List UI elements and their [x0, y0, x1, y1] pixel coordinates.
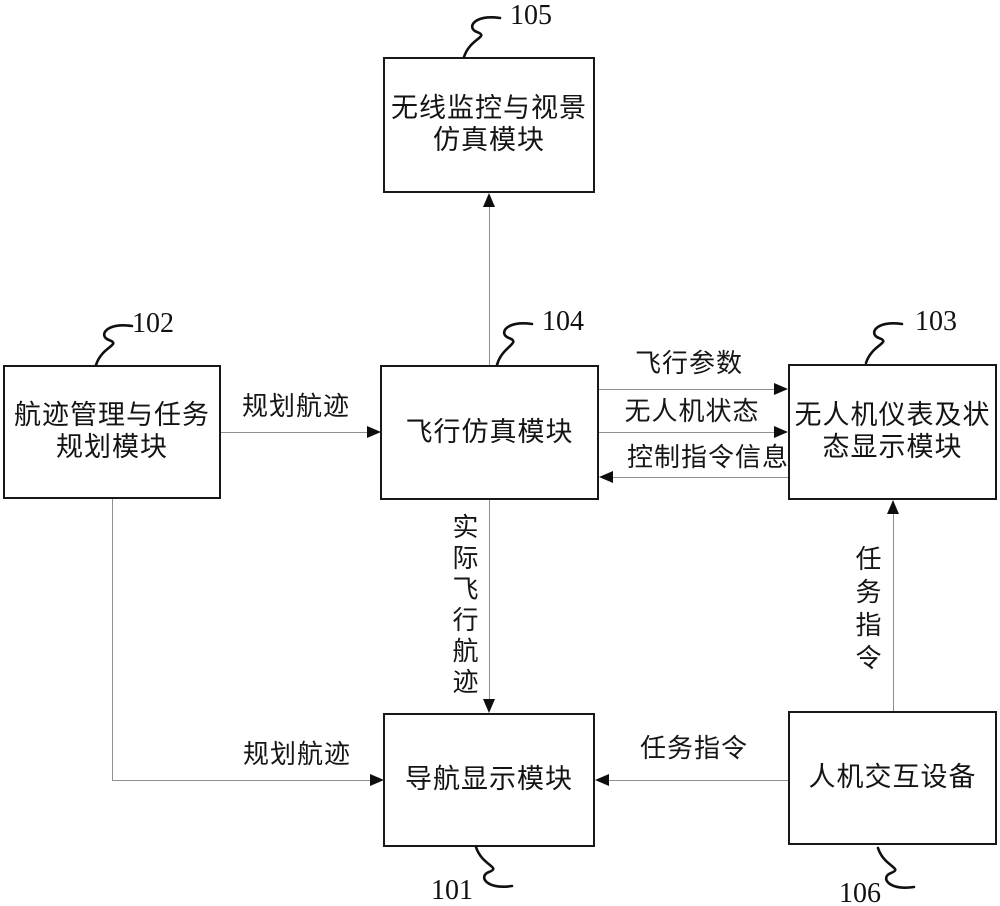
ref-squiggle-102-icon: [94, 323, 134, 367]
edge-label-planned-track-top: 规划航迹: [241, 392, 351, 422]
arrow-left-icon: [595, 774, 609, 786]
edge-actual-track-line: [489, 500, 490, 700]
ref-squiggle-101-icon: [474, 845, 514, 889]
ref-num-101: 101: [431, 875, 473, 906]
ref-squiggle-106-icon: [876, 846, 916, 890]
edge-uav-status-line: [599, 432, 776, 433]
edge-mission-cmd-v-line: [893, 503, 894, 711]
node-label: 航迹管理与任务规划模块: [14, 400, 210, 463]
arrow-right-icon: [774, 426, 788, 438]
edge-planned-track-bottom-vline: [112, 499, 113, 781]
node-label: 导航显示模块: [405, 764, 573, 796]
edge-planned-track-top-line: [221, 432, 371, 433]
arrow-down-icon: [483, 699, 495, 713]
edge-label-mission-cmd-h: 任务指令: [639, 734, 749, 764]
edge-label-control-cmd: 控制指令信息: [626, 443, 790, 473]
ref-squiggle-105-icon: [462, 15, 502, 59]
ref-squiggle-104-icon: [495, 321, 534, 367]
node-label: 无人机仪表及状态显示模块: [794, 400, 991, 463]
edge-label-mission-cmd-v: 任务指令: [851, 545, 881, 677]
node-flight-simulation-module: 飞行仿真模块: [380, 365, 599, 500]
node-uav-instrument-module: 无人机仪表及状态显示模块: [788, 364, 997, 500]
edge-sim-to-monitor-line: [489, 196, 490, 365]
node-navigation-display-module: 导航显示模块: [383, 713, 595, 847]
arrow-right-icon: [774, 383, 788, 395]
edge-label-actual-track: 实际飞行航迹: [448, 513, 478, 699]
node-label: 飞行仿真模块: [405, 416, 574, 448]
node-track-management-module: 航迹管理与任务规划模块: [3, 365, 221, 499]
arrow-right-icon: [367, 426, 381, 438]
ref-num-105: 105: [510, 0, 552, 31]
node-label: 无线监控与视景仿真模块: [391, 93, 587, 156]
node-label: 人机交互设备: [808, 762, 977, 794]
edge-label-planned-track-bottom: 规划航迹: [242, 740, 352, 770]
arrow-right-icon: [370, 774, 384, 786]
ref-squiggle-103-icon: [864, 321, 904, 365]
arrow-up-icon: [483, 193, 495, 207]
node-hmi-device: 人机交互设备: [788, 711, 997, 845]
ref-num-102: 102: [132, 308, 174, 339]
ref-num-104: 104: [542, 306, 584, 337]
edge-control-cmd-line: [611, 477, 788, 478]
edge-label-uav-status: 无人机状态: [624, 397, 760, 427]
ref-num-103: 103: [915, 306, 957, 337]
arrow-up-icon: [887, 500, 899, 514]
edge-label-flight-params: 飞行参数: [634, 349, 744, 379]
edge-flight-params-line: [599, 389, 776, 390]
arrow-left-icon: [599, 471, 613, 483]
edge-planned-track-bottom-hline: [112, 780, 370, 781]
node-wireless-monitoring-module: 无线监控与视景仿真模块: [383, 57, 595, 193]
ref-num-106: 106: [839, 878, 881, 906]
edge-mission-cmd-h-line: [607, 780, 788, 781]
